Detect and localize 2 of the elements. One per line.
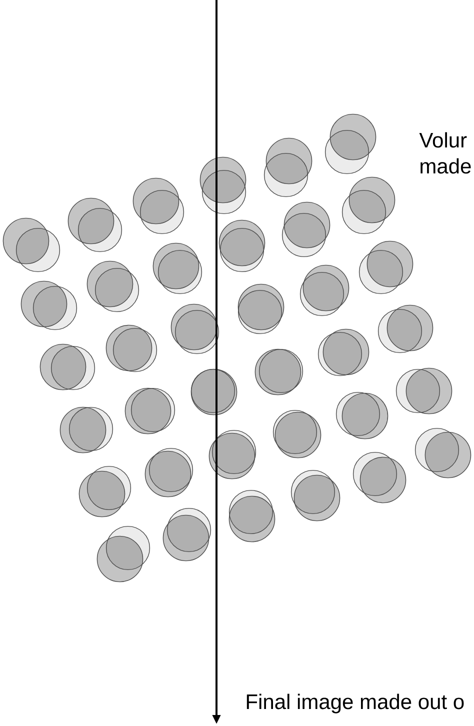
annotation-text: Final image made out o (246, 694, 464, 714)
annotation-text: Volur made (419, 132, 471, 174)
